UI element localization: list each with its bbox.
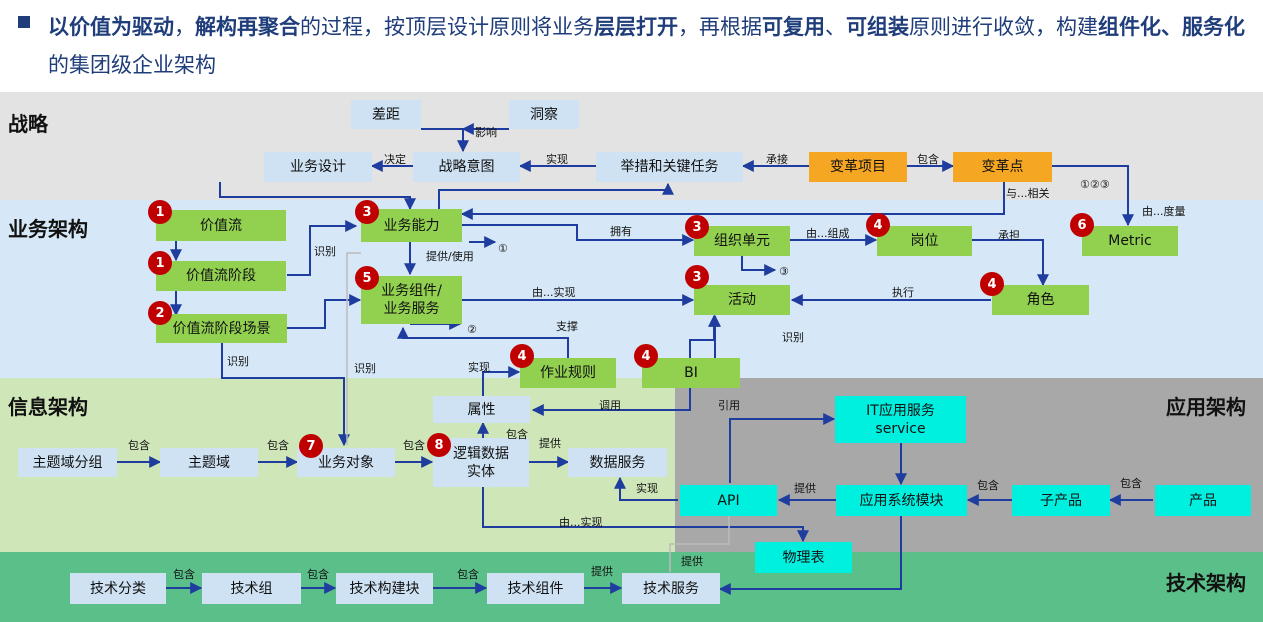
value-stream-box[interactable]: 价值流 bbox=[156, 210, 286, 241]
label-circle-2: ② bbox=[467, 323, 477, 336]
badge-metric: 6 bbox=[1070, 213, 1094, 237]
attribute-box[interactable]: 属性 bbox=[433, 396, 530, 423]
label-execute: 执行 bbox=[892, 286, 914, 299]
label-bear: 承担 bbox=[998, 229, 1020, 242]
label-identify-stage: 识别 bbox=[314, 245, 336, 258]
badge-capability: 3 bbox=[355, 200, 379, 224]
label-measured-by: 由...度量 bbox=[1142, 205, 1186, 218]
layer-label-technology: 技术架构 bbox=[1166, 571, 1246, 595]
label-decide: 决定 bbox=[384, 153, 406, 166]
label-realize-rule: 实现 bbox=[468, 361, 490, 374]
label-contain-domain: 包含 bbox=[267, 439, 289, 452]
label-identify-object: 识别 bbox=[354, 362, 376, 375]
strategic-intent-box[interactable]: 战略意图 bbox=[413, 152, 520, 182]
tech-group-box[interactable]: 技术组 bbox=[202, 573, 301, 604]
insight-box[interactable]: 洞察 bbox=[509, 100, 579, 129]
layer-label-information: 信息架构 bbox=[8, 395, 88, 419]
label-contain-change: 包含 bbox=[917, 153, 939, 166]
badge-value-scenario: 2 bbox=[148, 301, 172, 325]
it-service-box[interactable]: IT应用服务 service bbox=[835, 396, 966, 443]
label-related: 与...相关 bbox=[1006, 187, 1050, 200]
measures-box[interactable]: 举措和关键任务 bbox=[596, 152, 743, 182]
label-contain-object: 包含 bbox=[403, 439, 425, 452]
label-provide-table: 提供 bbox=[681, 555, 703, 568]
api-box[interactable]: API bbox=[680, 485, 777, 516]
label-provide-tech: 提供 bbox=[591, 565, 613, 578]
value-stage-box[interactable]: 价值流阶段 bbox=[156, 261, 286, 291]
page-header: 以价值为驱动，解构再聚合的过程，按顶层设计原则将业务层层打开，再根据可复用、可组… bbox=[0, 0, 1263, 92]
badge-org-unit: 3 bbox=[685, 215, 709, 239]
change-point-box[interactable]: 变革点 bbox=[953, 152, 1052, 182]
label-provide-api: 提供 bbox=[794, 482, 816, 495]
layer-label-business: 业务架构 bbox=[8, 217, 88, 241]
sub-product-box[interactable]: 子产品 bbox=[1012, 485, 1110, 516]
physical-table-box[interactable]: 物理表 bbox=[755, 542, 852, 573]
label-contain-tech2: 包含 bbox=[307, 568, 329, 581]
label-realize-strategy: 实现 bbox=[546, 153, 568, 166]
product-box[interactable]: 产品 bbox=[1155, 485, 1251, 516]
label-identify-scenario: 识别 bbox=[227, 355, 249, 368]
label-realized-by-table: 由...实现 bbox=[559, 516, 603, 529]
label-contain-tech3: 包含 bbox=[457, 568, 479, 581]
badge-biz-object: 7 bbox=[299, 434, 323, 458]
badge-activity: 3 bbox=[685, 265, 709, 289]
strategy-band bbox=[0, 92, 1263, 200]
app-module-box[interactable]: 应用系统模块 bbox=[836, 485, 967, 516]
badge-value-stage: 1 bbox=[148, 251, 172, 275]
layer-label-strategy: 战略 bbox=[8, 112, 48, 136]
badge-bi: 4 bbox=[634, 344, 658, 368]
badge-role: 4 bbox=[980, 272, 1004, 296]
label-provide-use: 提供/使用 bbox=[426, 250, 474, 263]
label-composed-by: 由...组成 bbox=[806, 227, 850, 240]
label-contain-group: 包含 bbox=[128, 439, 150, 452]
label-realized-by-activity: 由...实现 bbox=[532, 286, 576, 299]
tech-block-box[interactable]: 技术构建块 bbox=[336, 573, 433, 604]
badge-op-rule: 4 bbox=[510, 344, 534, 368]
gap-box[interactable]: 差距 bbox=[351, 100, 421, 129]
application-band bbox=[675, 378, 1263, 552]
label-call: 调用 bbox=[599, 399, 621, 412]
subject-group-box[interactable]: 主题域分组 bbox=[18, 448, 117, 477]
logical-entity-box[interactable]: 逻辑数据 实体 bbox=[433, 438, 529, 487]
op-rule-box[interactable]: 作业规则 bbox=[520, 358, 616, 388]
badge-logical-entity: 8 bbox=[427, 433, 451, 457]
change-project-box[interactable]: 变革项目 bbox=[809, 152, 907, 182]
tech-service-box[interactable]: 技术服务 bbox=[622, 573, 720, 604]
label-undertake: 承接 bbox=[766, 153, 788, 166]
header-text: 以价值为驱动，解构再聚合的过程，按顶层设计原则将业务层层打开，再根据可复用、可组… bbox=[48, 15, 1245, 77]
layer-label-application: 应用架构 bbox=[1166, 395, 1246, 419]
label-realize-api: 实现 bbox=[636, 482, 658, 495]
bullet-square-icon bbox=[18, 16, 30, 28]
label-own: 拥有 bbox=[610, 225, 632, 238]
position-box[interactable]: 岗位 bbox=[877, 226, 972, 256]
subject-domain-box[interactable]: 主题域 bbox=[160, 448, 258, 477]
badge-position: 4 bbox=[866, 213, 890, 237]
label-support: 支撑 bbox=[556, 320, 578, 333]
label-identify-activity: 识别 bbox=[782, 331, 804, 344]
role-box[interactable]: 角色 bbox=[992, 285, 1089, 315]
label-circles-123: ①②③ bbox=[1080, 178, 1110, 191]
bi-box[interactable]: BI bbox=[642, 358, 740, 388]
label-reference: 引用 bbox=[718, 399, 740, 412]
label-circle-3: ③ bbox=[779, 265, 789, 278]
label-contain-attribute: 包含 bbox=[506, 428, 528, 441]
label-circle-1: ① bbox=[498, 242, 508, 255]
label-contain-product: 包含 bbox=[1120, 477, 1142, 490]
label-influence: 影响 bbox=[475, 126, 497, 139]
biz-design-box[interactable]: 业务设计 bbox=[264, 152, 372, 182]
badge-value-stream: 1 bbox=[148, 200, 172, 224]
tech-component-box[interactable]: 技术组件 bbox=[487, 573, 584, 604]
label-contain-sub: 包含 bbox=[977, 479, 999, 492]
label-provide-data: 提供 bbox=[539, 437, 561, 450]
value-scenario-box[interactable]: 价值流阶段场景 bbox=[156, 314, 287, 343]
label-contain-tech1: 包含 bbox=[173, 568, 195, 581]
data-service-box[interactable]: 数据服务 bbox=[568, 448, 667, 477]
tech-category-box[interactable]: 技术分类 bbox=[70, 573, 166, 604]
org-unit-box[interactable]: 组织单元 bbox=[694, 226, 790, 256]
component-box[interactable]: 业务组件/ 业务服务 bbox=[361, 276, 462, 324]
metric-box[interactable]: Metric bbox=[1082, 226, 1178, 256]
badge-component: 5 bbox=[355, 266, 379, 290]
activity-box[interactable]: 活动 bbox=[694, 285, 790, 315]
